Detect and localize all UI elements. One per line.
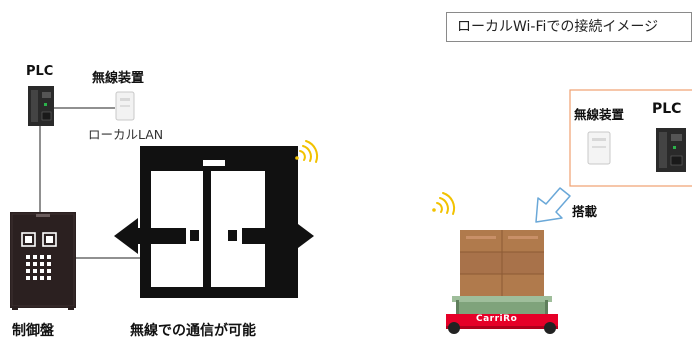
carriro-robot-icon [446,296,558,334]
automatic-door-icon [140,146,298,298]
control-panel-icon [10,212,76,310]
cargo-boxes [460,230,544,296]
plc-label-right: PLC [652,101,682,117]
wireless-signal-icon-right [432,192,456,215]
plc-device-icon-left [28,86,54,126]
control-panel-label: 制御盤 [12,323,54,339]
plc-label-left: PLC [26,64,54,79]
wireless-label-right: 無線装置 [574,107,625,122]
mount-arrow-icon [535,187,571,223]
plc-device-icon-right [656,128,686,172]
robot-brand-label: CarriRo [476,314,518,324]
wireless-signal-icon-left [295,140,319,163]
connection-lines [39,107,140,259]
wireless-device-icon-left [115,91,135,121]
door-caption: 無線での通信が可能 [130,323,256,339]
mount-label: 搭載 [572,204,598,219]
wireless-device-icon-right [587,131,611,165]
door-open-arrows [114,218,314,254]
wireless-label-left: 無線装置 [92,71,145,86]
lan-label: ローカルLAN [88,127,164,142]
caption-text: ローカルWi-Fiでの接続イメージ [457,19,659,35]
